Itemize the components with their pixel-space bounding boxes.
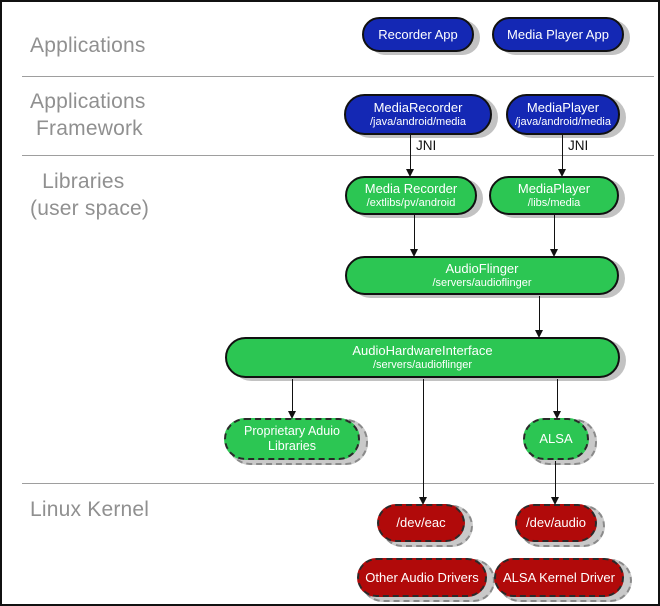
node-title-line2: Libraries bbox=[268, 439, 316, 453]
node-mediaplayer-lib: MediaPlayer /libs/media bbox=[489, 176, 619, 215]
arrow-mediarecorder-jni-line bbox=[410, 134, 411, 170]
jni-label-left: JNI bbox=[416, 138, 437, 153]
node-title: Proprietary Aduio bbox=[244, 424, 340, 438]
node-title: Recorder App bbox=[378, 26, 458, 42]
node-proprietary-audio-libraries: Proprietary Aduio Libraries bbox=[224, 418, 360, 460]
arrow-alsa-to-dev-audio-line bbox=[555, 461, 556, 498]
node-audiohardwareinterface: AudioHardwareInterface /servers/audiofli… bbox=[225, 337, 620, 378]
arrow-ahi-to-dev-eac-line bbox=[423, 379, 424, 498]
node-title: AudioFlinger bbox=[445, 261, 519, 277]
divider-framework-libraries bbox=[22, 155, 654, 156]
section-label-applications: Applications bbox=[30, 34, 146, 57]
node-title: /dev/audio bbox=[526, 515, 586, 531]
arrow-mediaplayer-to-audioflinger-head bbox=[550, 249, 558, 257]
arrow-alsa-to-dev-audio-head bbox=[551, 497, 559, 505]
arrow-audioflinger-to-ahi-head bbox=[535, 330, 543, 338]
section-label-linux-kernel: Linux Kernel bbox=[30, 498, 150, 521]
node-media-player-app: Media Player App bbox=[492, 17, 624, 52]
arrow-mediarecorder-to-audioflinger-head bbox=[410, 249, 418, 257]
node-audioflinger: AudioFlinger /servers/audioflinger bbox=[345, 256, 619, 295]
divider-libraries-kernel bbox=[22, 483, 654, 484]
arrow-mediaplayer-jni-head bbox=[558, 169, 566, 177]
node-subtitle: /java/android/media bbox=[514, 115, 611, 128]
node-title: MediaPlayer bbox=[517, 181, 591, 197]
node-mediaplayer-framework: MediaPlayer /java/android/media bbox=[506, 94, 620, 135]
node-other-audio-drivers: Other Audio Drivers bbox=[357, 558, 487, 597]
jni-label-right: JNI bbox=[568, 138, 589, 153]
arrow-mediaplayer-to-audioflinger-line bbox=[554, 215, 555, 250]
node-subtitle: /libs/media bbox=[527, 196, 581, 209]
node-title: Media Player App bbox=[507, 26, 609, 42]
node-dev-eac: /dev/eac bbox=[377, 504, 465, 542]
arrow-ahi-to-dev-eac-head bbox=[419, 497, 427, 505]
node-title: ALSA Kernel Driver bbox=[503, 569, 615, 585]
arrow-mediarecorder-to-audioflinger-line bbox=[414, 215, 415, 250]
node-subtitle: /extlibs/pv/android bbox=[366, 196, 456, 209]
node-title: Media Recorder bbox=[364, 181, 458, 197]
section-label-applications-framework: Applications Framework bbox=[30, 90, 146, 140]
arrow-ahi-to-proprietary-line bbox=[292, 379, 293, 412]
node-title: MediaPlayer bbox=[526, 100, 600, 116]
node-media-recorder-lib: Media Recorder /extlibs/pv/android bbox=[345, 176, 477, 215]
node-alsa: ALSA bbox=[523, 418, 589, 460]
node-subtitle: /servers/audioflinger bbox=[432, 276, 532, 289]
arrow-ahi-to-alsa-line bbox=[557, 379, 558, 412]
section-label-libraries-user-space: Libraries (user space) bbox=[30, 170, 150, 220]
arrow-ahi-to-proprietary-head bbox=[288, 411, 296, 419]
node-title: Other Audio Drivers bbox=[365, 569, 479, 585]
node-title: AudioHardwareInterface bbox=[352, 343, 493, 359]
arrow-audioflinger-to-ahi-line bbox=[539, 296, 540, 331]
arrow-mediarecorder-jni-head bbox=[406, 169, 414, 177]
node-dev-audio: /dev/audio bbox=[515, 504, 597, 542]
node-title: ALSA bbox=[539, 431, 573, 447]
arrow-ahi-to-alsa-head bbox=[553, 411, 561, 419]
divider-applications-framework bbox=[22, 76, 654, 77]
node-mediarecorder-framework: MediaRecorder /java/android/media bbox=[344, 94, 492, 135]
node-title: MediaRecorder bbox=[373, 100, 463, 116]
node-title: /dev/eac bbox=[396, 515, 446, 531]
node-subtitle: /java/android/media bbox=[369, 115, 466, 128]
arrow-mediaplayer-jni-line bbox=[562, 134, 563, 170]
node-recorder-app: Recorder App bbox=[362, 17, 474, 52]
node-subtitle: /servers/audioflinger bbox=[372, 358, 473, 371]
node-alsa-kernel-driver: ALSA Kernel Driver bbox=[494, 558, 624, 597]
